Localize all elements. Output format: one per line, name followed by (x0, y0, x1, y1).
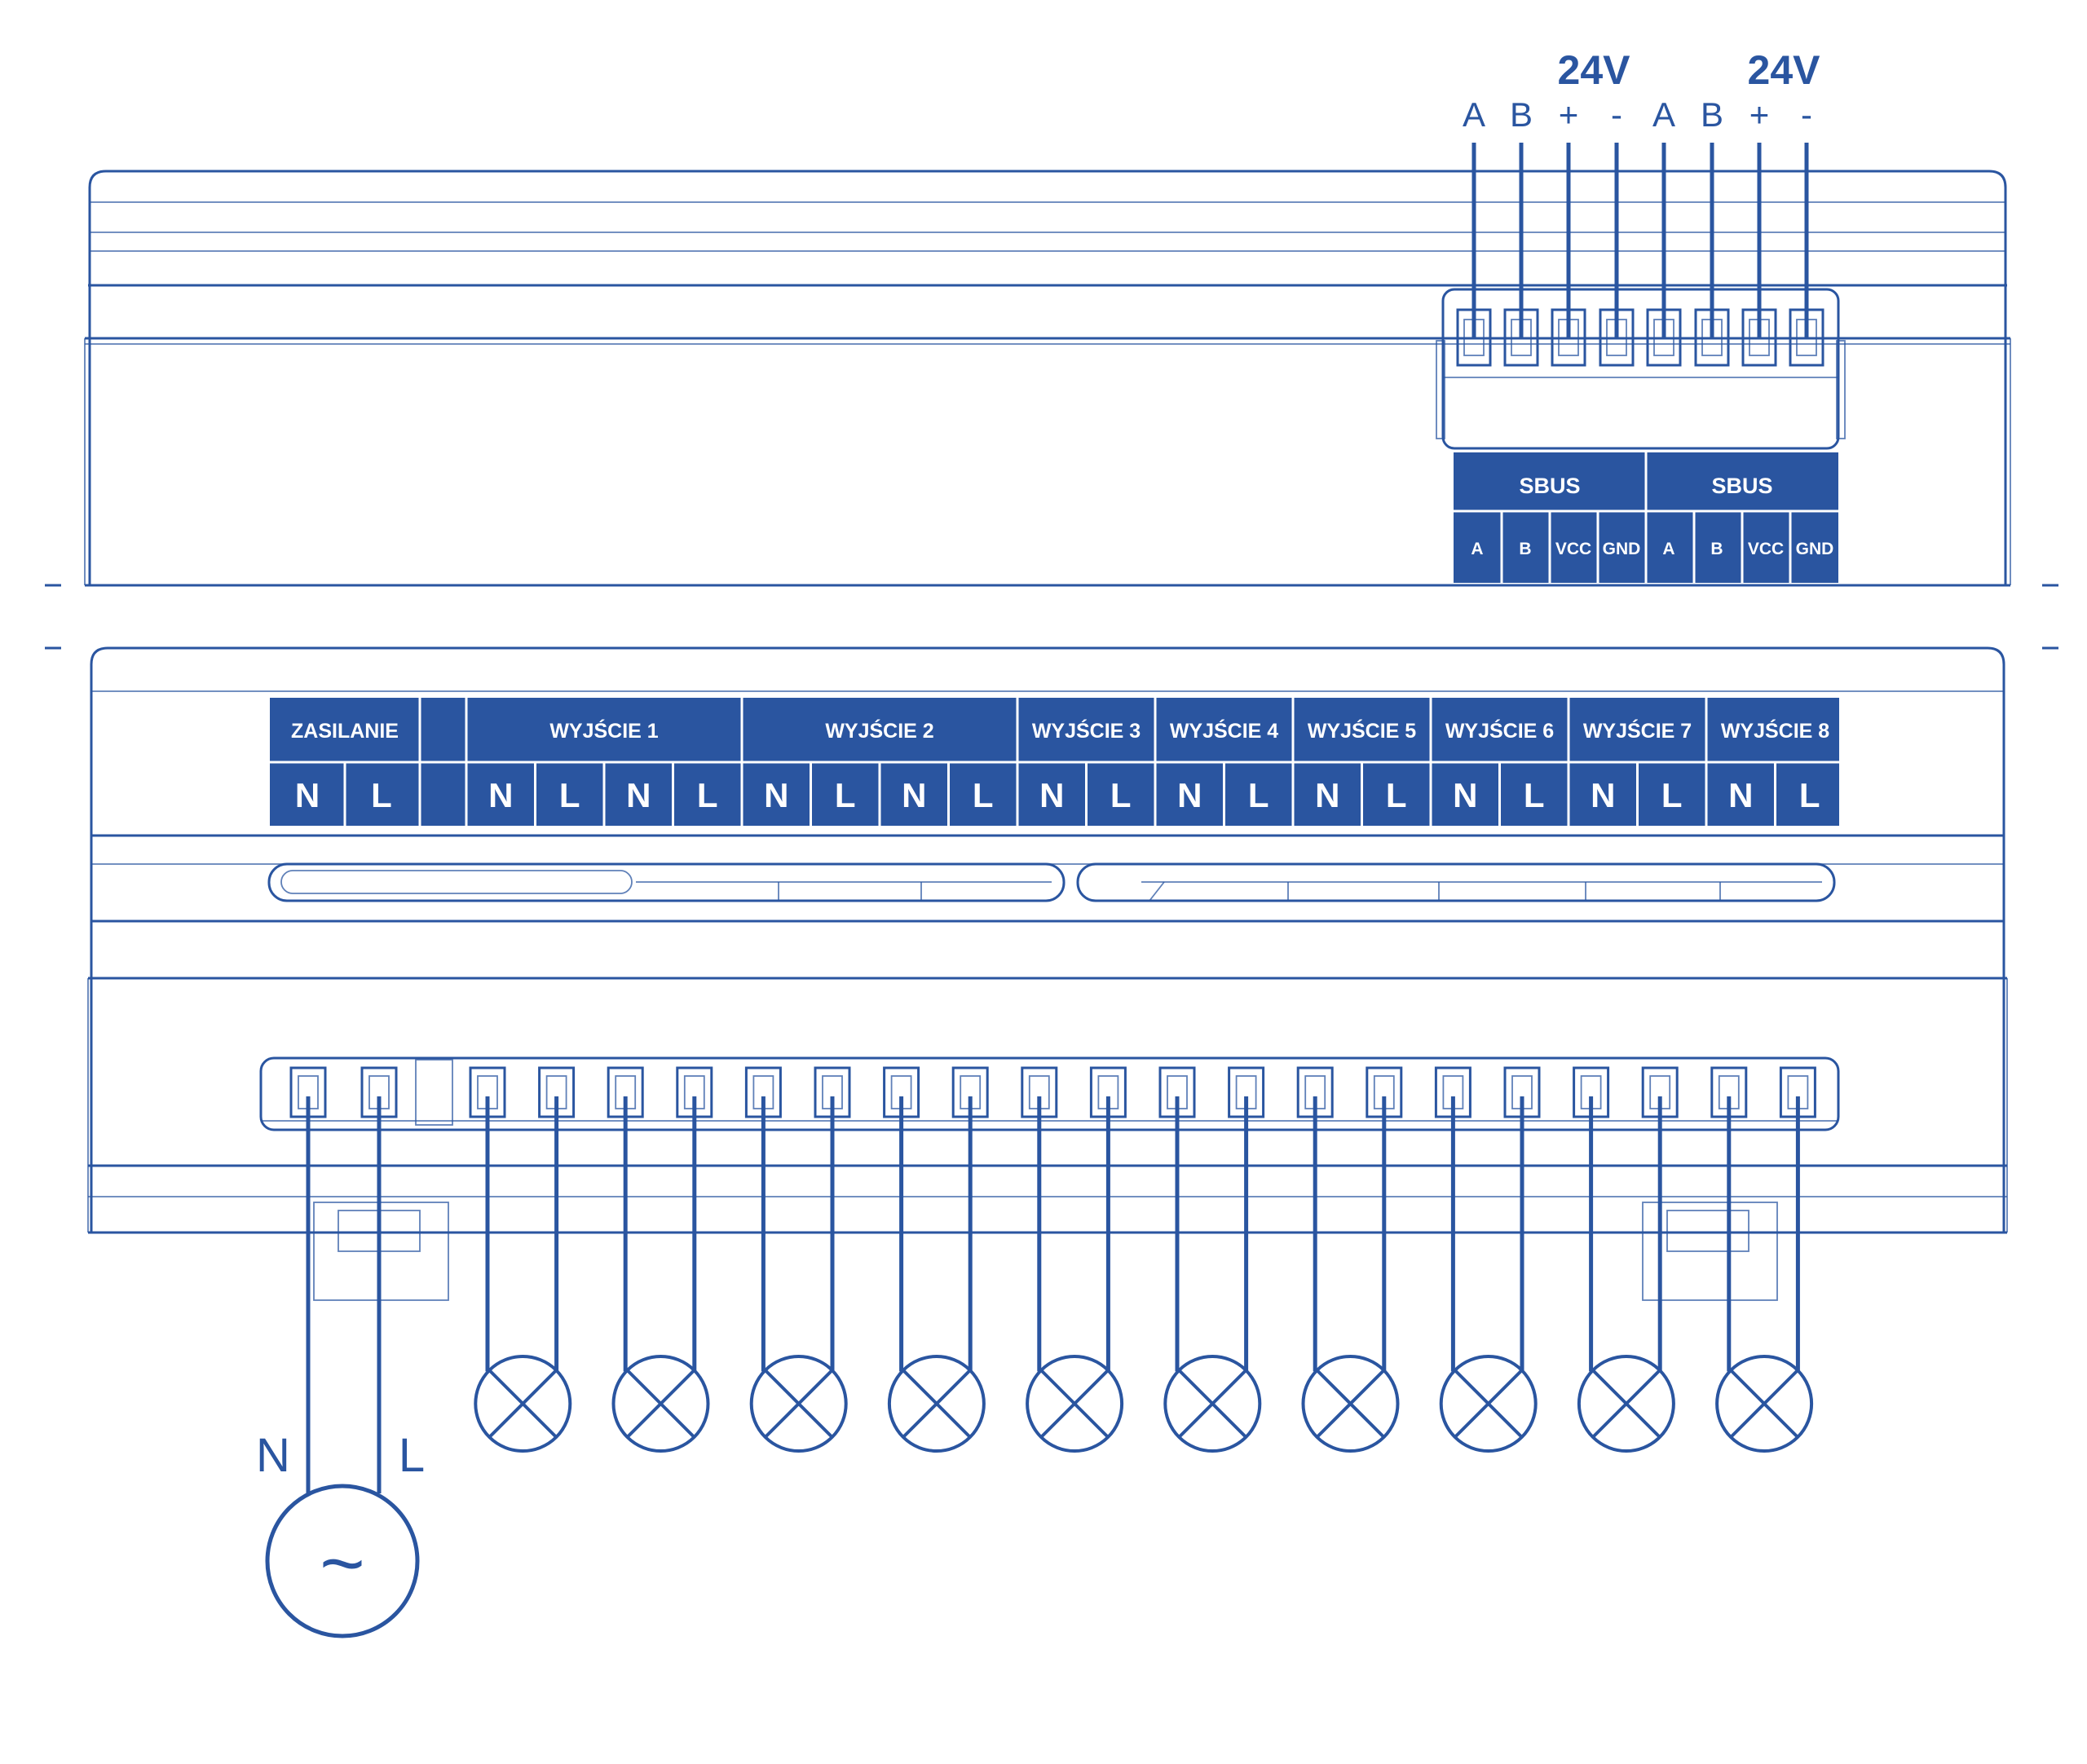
supply-l-label: L (399, 1429, 425, 1482)
lamp-cross-icon (1301, 1355, 1400, 1453)
lamp-cross-icon (749, 1355, 848, 1453)
ac-source-icon (265, 1484, 420, 1638)
output-pin-label: L (973, 776, 994, 814)
top-pin-label: - (1801, 95, 1812, 134)
lamp-cross-icon (474, 1355, 572, 1453)
top-pin-label: B (1701, 95, 1723, 134)
top-pin-label: - (1611, 95, 1622, 134)
sbus-group-1-label: SBUS (1519, 474, 1580, 498)
sbus-pin-label: GND (1796, 540, 1834, 558)
voltage-label-1: 24V (1558, 47, 1631, 93)
sbus-pin-label: B (1519, 540, 1531, 558)
lamp-cross-icon (887, 1355, 986, 1453)
output-pin-label: L (1524, 776, 1545, 814)
power-pin-label: L (371, 776, 392, 814)
output-4-label: WYJŚCIE 4 (1170, 718, 1278, 743)
sbus-pin-label: A (1471, 540, 1483, 558)
output-pin-label: N (1315, 776, 1339, 814)
lamp-cross-icon (1439, 1355, 1538, 1453)
power-pin-label: N (295, 776, 320, 814)
output-1-label: WYJŚCIE 1 (549, 718, 658, 743)
sbus-pin-label: B (1710, 540, 1723, 558)
top-pin-label: A (1652, 95, 1675, 134)
output-pin-label: N (1728, 776, 1753, 814)
output-pin-label: N (764, 776, 788, 814)
output-pin-label: N (902, 776, 926, 814)
top-pin-label: A (1463, 95, 1485, 134)
sbus-connector (1436, 288, 1846, 450)
output-terminal-block (259, 1056, 1840, 1131)
output-2-label: WYJŚCIE 2 (825, 718, 933, 743)
top-pin-label: + (1559, 95, 1579, 134)
top-pin-label: B (1510, 95, 1533, 134)
output-8-label: WYJŚCIE 8 (1721, 718, 1829, 743)
output-3-label: WYJŚCIE 3 (1032, 718, 1141, 743)
output-6-label: WYJŚCIE 6 (1445, 718, 1554, 743)
voltage-label-2: 24V (1748, 47, 1821, 93)
lamp-cross-icon (1577, 1355, 1675, 1453)
sbus-pin-label: GND (1603, 540, 1641, 558)
supply-n-label: N (256, 1429, 290, 1482)
output-pin-label: L (1661, 776, 1683, 814)
ac-symbol: ~ (320, 1520, 364, 1607)
output-pin-label: N (626, 776, 651, 814)
output-pin-label: L (1386, 776, 1407, 814)
top-module (45, 170, 2058, 587)
lamp-cross-icon (1026, 1355, 1124, 1453)
lamp-cross-icon (1163, 1355, 1262, 1453)
output-pin-label: N (488, 776, 513, 814)
sbus-group-2-label: SBUS (1711, 474, 1772, 498)
top-pin-label: + (1749, 95, 1770, 134)
sbus-pin-label: VCC (1748, 540, 1784, 558)
power-header-label: ZASILANIE (291, 720, 399, 743)
sbus-pin-label: VCC (1555, 540, 1591, 558)
sbus-pin-label: A (1662, 540, 1674, 558)
sbus-panel: SBUS SBUS A B VCC GND A B VCC GND (1454, 452, 1838, 583)
output-pin-label: N (1177, 776, 1202, 814)
output-pin-label: L (559, 776, 580, 814)
output-pin-label: L (1799, 776, 1820, 814)
output-pin-label: L (697, 776, 718, 814)
output-pin-label: L (1248, 776, 1269, 814)
output-7-label: WYJŚCIE 7 (1583, 718, 1692, 743)
output-pin-label: L (835, 776, 856, 814)
ac-supply: N L ~ (256, 1429, 425, 1638)
output-pin-label: N (1453, 776, 1477, 814)
lamp-cross-icon (1715, 1355, 1814, 1453)
lamp-cross-icon (611, 1355, 710, 1453)
output-wiring (306, 1096, 1814, 1493)
output-pin-label: L (1110, 776, 1132, 814)
output-5-label: WYJŚCIE 5 (1308, 718, 1416, 743)
output-pin-label: N (1039, 776, 1064, 814)
output-pin-label: N (1591, 776, 1615, 814)
bottom-module (45, 646, 2058, 1301)
output-panel: ZASILANIE N L WYJŚCIE 1 N L N L WYJŚCIE 2 N L N L WYJ… (270, 698, 1839, 826)
